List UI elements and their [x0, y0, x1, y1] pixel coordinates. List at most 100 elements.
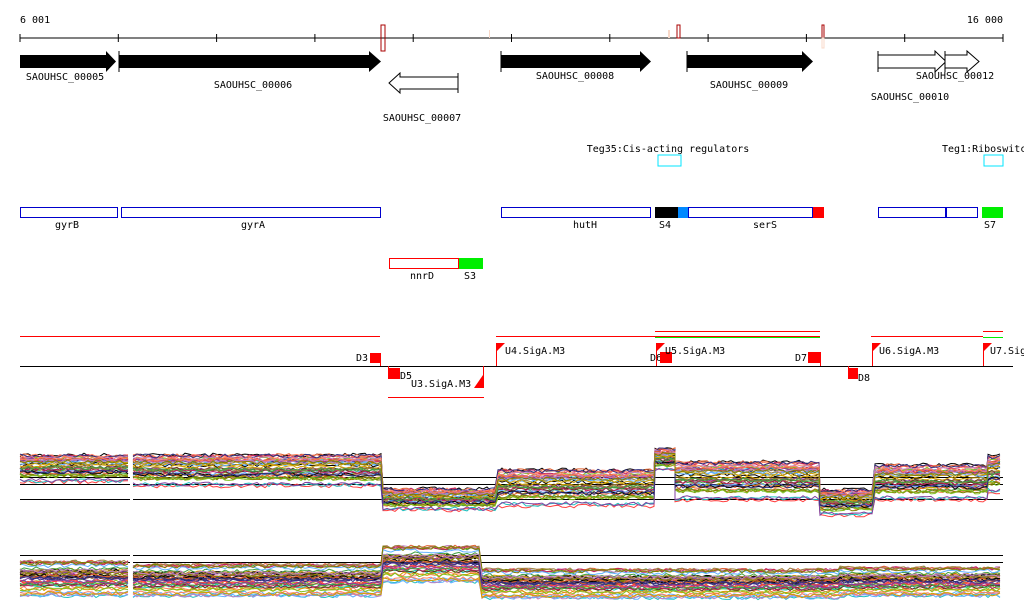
feature-box[interactable]	[946, 207, 978, 218]
expression-profile-line	[132, 571, 1001, 595]
marker[interactable]	[821, 37, 825, 49]
feature-hutH[interactable]	[501, 207, 651, 218]
feature-block[interactable]	[813, 207, 824, 218]
regulator-box[interactable]	[657, 154, 682, 167]
gene-arrow[interactable]	[687, 51, 813, 72]
marker[interactable]	[380, 24, 386, 52]
regulator-box[interactable]	[983, 154, 1004, 167]
terminator-D8[interactable]	[848, 368, 858, 379]
expression-profile-line	[132, 576, 1001, 598]
feature-label: gyrB	[55, 220, 79, 231]
promoter-label: U6.SigA.M3	[879, 346, 939, 357]
expression-profile-line	[19, 566, 129, 571]
expression-profile-line	[132, 456, 1001, 504]
expression-profile-line	[132, 544, 1001, 573]
expression-profiles	[19, 447, 1003, 601]
regulator-label: Teg1:Riboswitc	[942, 144, 1024, 155]
expression-profile-line	[132, 560, 1001, 586]
feature-serS[interactable]	[688, 207, 813, 218]
terminator-D6[interactable]	[660, 352, 672, 363]
marker[interactable]	[676, 24, 681, 39]
coordinate-ruler: 6 001 16 000	[19, 15, 1004, 52]
feature-S3[interactable]	[459, 258, 483, 269]
gene-label: SAOUHSC_00009	[710, 80, 788, 91]
gene-label: SAOUHSC_00006	[214, 80, 292, 91]
gene-label: SAOUHSC_00010	[871, 92, 949, 103]
gene-arrow[interactable]	[877, 49, 947, 74]
promoter-label: U3.SigA.M3	[411, 379, 471, 390]
expression-profile-line	[19, 570, 129, 576]
gene-arrow[interactable]	[20, 51, 116, 72]
gene-SAOUHSC_00010[interactable]: SAOUHSC_00010	[871, 49, 949, 103]
feature-label: serS	[753, 220, 777, 231]
feature-label: S4	[659, 220, 671, 231]
expression-profile-line	[132, 566, 1001, 591]
expression-profile-line	[132, 572, 1001, 595]
gene-arrow[interactable]	[501, 51, 651, 72]
promoter-flag-U5[interactable]	[656, 343, 665, 352]
expression-profile-line	[19, 586, 129, 592]
terminator-D3[interactable]	[370, 353, 380, 363]
expression-profile-line	[132, 545, 1001, 574]
promoter-flag-U3[interactable]	[474, 375, 483, 388]
promoter-flag-U4[interactable]	[496, 343, 505, 352]
promoter-label: U7.SigA.M3	[990, 346, 1024, 357]
ruler-ticks	[19, 34, 1004, 42]
expression-profile-line	[19, 590, 129, 597]
expression-profile-line	[19, 563, 129, 569]
gene-arrow[interactable]	[944, 49, 980, 74]
gene-SAOUHSC_00005[interactable]: SAOUHSC_00005	[20, 51, 116, 83]
expression-profile-line	[20, 575, 129, 580]
terminator-label: D7	[795, 353, 807, 364]
marker[interactable]	[821, 24, 825, 39]
feature-gyrB[interactable]	[20, 207, 118, 218]
expression-profile-line	[132, 447, 1001, 494]
gene-arrow[interactable]	[119, 51, 381, 72]
expression-profile-line	[132, 461, 1001, 508]
feature-block[interactable]	[678, 207, 688, 218]
gene-track: SAOUHSC_00005 SAOUHSC_00006 SAOUHSC_0000…	[20, 49, 994, 124]
expression-profile-line	[132, 571, 1001, 595]
expression-profile-line	[132, 451, 1001, 498]
expression-profile-line	[132, 553, 1001, 580]
feature-gyrA[interactable]	[121, 207, 381, 218]
expression-profile-line	[19, 560, 129, 566]
feature-box[interactable]	[878, 207, 946, 218]
gene-SAOUHSC_00009[interactable]: SAOUHSC_00009	[686, 51, 813, 91]
ruler-end-label: 16 000	[967, 15, 1003, 26]
expression-profile-line	[19, 573, 129, 579]
expression-profile-line	[19, 585, 129, 591]
feature-S4[interactable]	[655, 207, 678, 218]
expression-profile-line	[132, 468, 1001, 517]
terminator-D5[interactable]	[388, 368, 400, 379]
feature-S7[interactable]	[982, 207, 1003, 218]
expression-profile-line	[19, 477, 129, 483]
gene-label: SAOUHSC_00005	[26, 72, 104, 83]
marker[interactable]	[668, 30, 670, 38]
gene-label: SAOUHSC_00007	[383, 113, 461, 124]
feature-label: gyrA	[241, 220, 265, 231]
promoter-label: U5.SigA.M3	[665, 346, 725, 357]
expression-profile-line	[19, 579, 129, 585]
promoter-flag-U6[interactable]	[872, 343, 881, 352]
gene-arrow[interactable]	[388, 71, 459, 95]
feature-nnrD[interactable]	[389, 258, 459, 269]
expression-profile-line	[19, 469, 129, 475]
marker[interactable]	[489, 30, 490, 38]
gene-SAOUHSC_00012[interactable]: SAOUHSC_00012	[916, 49, 994, 82]
gene-SAOUHSC_00006[interactable]: SAOUHSC_00006	[118, 51, 381, 91]
gene-label: SAOUHSC_00008	[536, 71, 614, 82]
gene-SAOUHSC_00007[interactable]: SAOUHSC_00007	[383, 71, 461, 124]
promoter-flag-U7[interactable]	[983, 343, 992, 352]
expression-profile-line	[19, 568, 129, 574]
expression-profile-line	[19, 473, 129, 479]
terminator-label: D3	[356, 353, 368, 364]
expression-profile-line	[19, 459, 128, 465]
expression-profile-line	[19, 568, 129, 574]
terminator-D7[interactable]	[808, 352, 820, 363]
expression-profile-line	[132, 447, 1001, 493]
gene-SAOUHSC_00008[interactable]: SAOUHSC_00008	[500, 51, 651, 82]
regulator-track: Teg35:Cis-acting regulators Teg1:Riboswi…	[587, 144, 1024, 167]
expression-profile-line	[19, 590, 129, 596]
expression-profile-line	[19, 559, 129, 565]
